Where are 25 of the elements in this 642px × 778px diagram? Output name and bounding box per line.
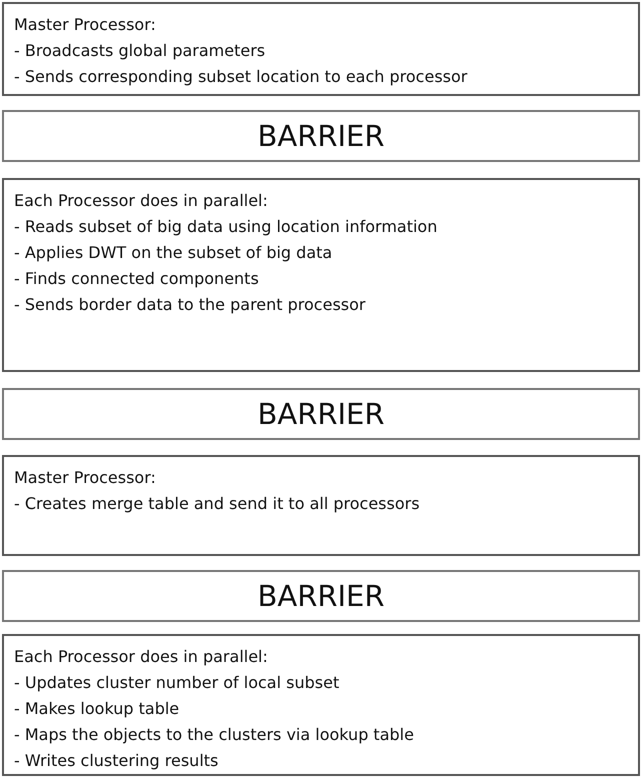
step-heading: Each Processor does in parallel:: [14, 646, 269, 668]
step-item: - Reads subset of big data using location information: [14, 216, 438, 238]
step-item: - Applies DWT on the subset of big data: [14, 242, 334, 264]
step-box: [2, 455, 640, 556]
barrier-box: [2, 570, 640, 622]
barrier-label: BARRIER: [257, 118, 385, 155]
step-item: - Writes clustering results: [14, 750, 220, 772]
step-item: - Sends border data to the parent processor: [14, 294, 366, 316]
step-item: - Finds connected components: [14, 268, 260, 290]
step-box: [2, 2, 640, 96]
barrier-box: [2, 110, 640, 162]
step-heading: Each Processor does in parallel:: [14, 190, 269, 212]
step-item: - Updates cluster number of local subset: [14, 672, 340, 694]
step-box: [2, 178, 640, 372]
step-heading: Master Processor:: [14, 14, 157, 36]
step-item: - Broadcasts global parameters: [14, 40, 266, 62]
barrier-label: BARRIER: [257, 578, 385, 615]
barrier-box: [2, 388, 640, 440]
step-box: [2, 634, 640, 776]
step-item: - Makes lookup table: [14, 698, 180, 720]
step-item: - Creates merge table and send it to all processors: [14, 493, 421, 515]
step-heading: Master Processor:: [14, 467, 157, 489]
step-item: - Maps the objects to the clusters via lookup table: [14, 724, 415, 746]
step-item: - Sends corresponding subset location to each processor: [14, 66, 468, 88]
barrier-label: BARRIER: [257, 396, 385, 433]
